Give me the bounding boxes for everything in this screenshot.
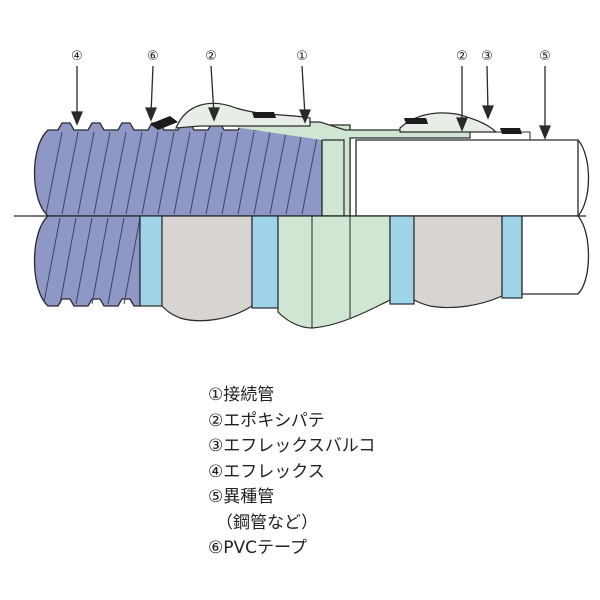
putty-band-middle-right	[389, 215, 415, 305]
dissimilar-pipe-section	[521, 215, 590, 295]
callout-1: ①	[296, 49, 308, 64]
legend-item-connector-pipe: ①接続管	[208, 385, 275, 405]
legend-item-eflex: ④エフレックス	[208, 461, 325, 482]
legend-item-pvc-tape: ⑥PVCテープ	[208, 538, 307, 558]
putty-band-right	[501, 215, 523, 299]
legend-item-dissimilar-pipe: ⑤異種管	[208, 487, 275, 507]
putty-band-middle-left	[251, 215, 279, 309]
eflex-conduit-section	[33, 215, 141, 307]
callout-2-left: ②	[205, 49, 217, 64]
callout-leaders	[71, 65, 551, 140]
callout-5: ⑤	[539, 49, 551, 64]
callout-6: ⑥	[147, 49, 159, 64]
putty-band-left	[139, 215, 163, 307]
connector-pipe-section	[277, 215, 391, 329]
legend-item-dissimilar-pipe-note: （鋼管など）	[216, 512, 318, 533]
eflex-conduit-exterior	[33, 122, 323, 217]
pipe-joint-diagram: ④ ⑥ ② ① ② ③ ⑤	[14, 49, 590, 329]
legend-item-epoxy-putty: ②エポキシパテ	[208, 410, 325, 431]
pvc-tape	[150, 112, 522, 134]
section-gray-right	[413, 215, 503, 309]
legend-item-eflex-valco: ③エフレックスバルコ	[208, 436, 376, 456]
callout-3: ③	[481, 49, 493, 64]
dissimilar-pipe-exterior	[355, 131, 590, 217]
callout-2-right: ②	[456, 49, 468, 64]
legend: ①接続管 ②エポキシパテ ③エフレックスバルコ ④エフレックス ⑤異種管 （鋼管…	[208, 383, 375, 562]
callout-4: ④	[71, 49, 83, 64]
section-gray-left	[161, 215, 253, 322]
